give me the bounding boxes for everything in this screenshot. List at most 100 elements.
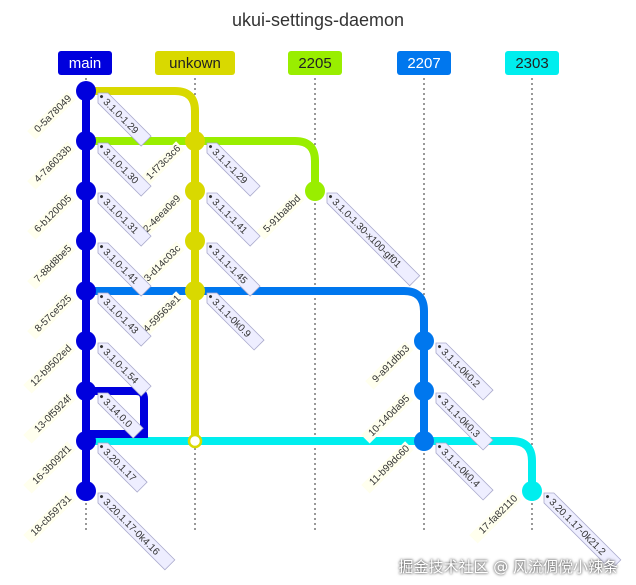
commit-tag-text: 3.1.1-0k0.9 [209, 297, 252, 340]
commit-dot[interactable] [414, 331, 434, 351]
branch-2207-label-box [397, 51, 451, 75]
commit-id-label: 2-4eea0e9 [142, 193, 184, 235]
branch-2205-label: 2205 [298, 55, 331, 72]
commit-tag-hole [209, 295, 213, 299]
commit-id-label-bg [23, 391, 76, 444]
branch-unkown-header: unkown [155, 51, 235, 75]
commit-tag-flag [543, 492, 622, 571]
commit-tag-hole [100, 145, 104, 149]
branch-main-header: main [58, 51, 112, 75]
commit-tag-flag [97, 292, 152, 347]
commit-tag-hole [100, 195, 104, 199]
commit-tag-hole [438, 345, 442, 349]
commit-tag: 3.20.1.17 [97, 442, 148, 493]
branch-headers: main unkown 2205 2207 2303 [58, 51, 559, 75]
commit-id-label-bg [361, 391, 414, 444]
commit-tag-text: 3.1.0-1.54 [100, 347, 140, 387]
commit-id-label: 4-7a6033b [33, 143, 75, 185]
commit-id-label-bg [23, 491, 76, 544]
branch-2205-label-box [288, 51, 342, 75]
commit-dot[interactable] [76, 281, 96, 301]
branch-unkown-label: unkown [169, 55, 221, 72]
branch-2303-header: 2303 [505, 51, 559, 75]
commit-dot[interactable] [414, 431, 434, 451]
commit-tag-flag [206, 292, 265, 351]
commit-tag: 3.20.1.17-0k4.16 [97, 492, 176, 571]
commit-dot[interactable] [305, 181, 325, 201]
commit-dot[interactable] [522, 481, 542, 501]
commit-id-label-bg [27, 141, 76, 190]
commit-tag-text: 3.1.1-0k0.2 [438, 347, 481, 390]
commit-5-91ba8bd[interactable]: 5-91ba8bd 3.1.0-1.30-x100-gf01 [256, 181, 421, 287]
commit-tag-flag [97, 342, 152, 397]
commit-id-label-bg [27, 291, 76, 340]
commit-dot[interactable] [185, 181, 205, 201]
commit-tag-flag [206, 142, 261, 197]
commit-dot[interactable] [185, 231, 205, 251]
commit-tag: 3.1.1-1.29 [206, 142, 261, 197]
commit-tag: 3.1.0-1.30-x100-gf01 [326, 192, 421, 287]
commit-dot[interactable] [76, 131, 96, 151]
commit-tag: 3.1.0-1.30 [97, 142, 152, 197]
commit-tag-text: 3.1.0-1.43 [100, 297, 140, 337]
commit-tag-text: 3.1.0-1.31 [100, 197, 140, 237]
commit-dot[interactable] [76, 431, 96, 451]
commit-dot[interactable] [185, 281, 205, 301]
diagram-title: ukui-settings-daemon [232, 10, 404, 30]
commit-tag-hole [329, 195, 333, 199]
commit-id-label: 12-b9502ed [29, 343, 75, 389]
commit-id-label: 5-91ba8bd [262, 193, 304, 235]
merge-commit-dot [187, 433, 203, 449]
commit-tag-hole [209, 245, 213, 249]
edge-2205 [82, 137, 319, 195]
commit-id-label-bg [23, 441, 76, 494]
branch-2303-label-box [505, 51, 559, 75]
edge-2303 [82, 437, 536, 495]
edge-unkown [82, 87, 199, 445]
commit-id-label-bg [27, 191, 76, 240]
commit-dot[interactable] [76, 181, 96, 201]
commit-id-label: 7-88d8be5 [33, 243, 75, 285]
commit-tag-flag [435, 392, 494, 451]
commit-id-label: 11-b99dc60 [368, 443, 413, 488]
branch-main-label: main [69, 55, 102, 72]
commit-tag-flag [97, 392, 144, 439]
commit-id-label-bg [361, 441, 414, 494]
commit-id-label-bg [27, 241, 76, 290]
commit-tag-flag [97, 492, 176, 571]
commit-tag-hole [546, 495, 550, 499]
commit-tag: 3.1.1-0k0.9 [206, 292, 265, 351]
commit-id-label: 3-d14c03c [142, 243, 183, 284]
commit-id-label: 0-5a78049 [33, 93, 75, 135]
commit-tag-text: 3.1.1-0k0.3 [438, 397, 481, 440]
branch-2207-header: 2207 [397, 51, 451, 75]
commit-id-label: 13-0f5924f [33, 393, 75, 435]
branch-2207-label: 2207 [407, 55, 440, 72]
commit-dot[interactable] [185, 131, 205, 151]
branch-2205-header: 2205 [288, 51, 342, 75]
commit-id-label: 1-f73c3c6 [144, 143, 183, 182]
commit-tag-hole [100, 395, 104, 399]
commit-dot[interactable] [76, 381, 96, 401]
commit-tag-text: 3.1.0-1.29 [100, 97, 140, 137]
commit-id-label-bg [23, 341, 76, 394]
commit-tag-hole [209, 145, 213, 149]
commit-dot[interactable] [414, 381, 434, 401]
commit-dot[interactable] [76, 331, 96, 351]
commit-tag-hole [100, 245, 104, 249]
commit-tag: 3.1.0-1.43 [97, 292, 152, 347]
commit-tag: 3.1.1-1.41 [206, 192, 261, 247]
commit-dot[interactable] [76, 481, 96, 501]
commit-tag-hole [100, 295, 104, 299]
commit-id-label-bg [136, 241, 185, 290]
commit-id-label: 9-a91dbb3 [371, 343, 413, 385]
commit-tag-text: 3.1.1-1.41 [209, 197, 249, 237]
commit-dot[interactable] [76, 81, 96, 101]
commit-tag-flag [435, 342, 494, 401]
commits: 0-5a78049 3.1.0-1.291-f73c3c6 3.1.1-1.29 4-… [23, 81, 622, 571]
commit-tag-flag [97, 192, 152, 247]
commit-tag-flag [435, 442, 494, 501]
commit-dot[interactable] [76, 231, 96, 251]
commit-tag-text: 3.20.1.17-0k4.16 [100, 497, 161, 558]
